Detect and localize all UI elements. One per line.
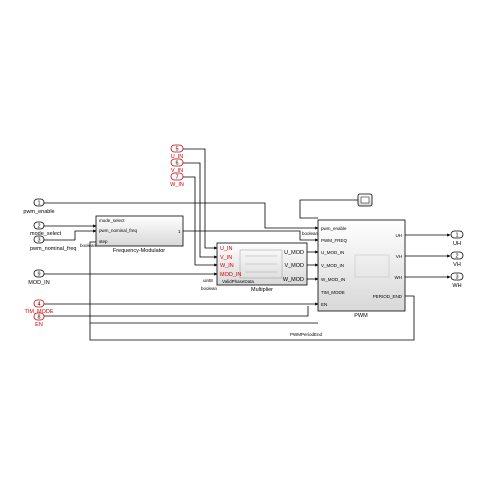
- pwm-in-tim-mode: TIM_MODE: [321, 290, 345, 295]
- pwm-in-v-mod: V_MOD_IN: [321, 263, 344, 268]
- wire-pwm-enable: [44, 202, 319, 230]
- multiplier-in-mod: MOD_IN: [220, 272, 241, 278]
- tag-label: U_IN: [171, 154, 184, 160]
- outport-num: 3: [455, 275, 458, 281]
- inport-pwm-nominal-freq[interactable]: 3 pwm_nominal_freq: [30, 235, 76, 252]
- wire-nominal-freq: [44, 229, 97, 241]
- wire-en: [44, 306, 309, 317]
- pwm-out-period-end: PERIOD_END: [373, 294, 403, 299]
- wire-step-feedback: [89, 241, 318, 324]
- multiplier-inner-graphic: [239, 249, 283, 279]
- scope-block[interactable]: [357, 193, 373, 207]
- freq-mod-title: Frequency-Modulator: [113, 248, 165, 254]
- pwm-type-label: boolean: [302, 231, 319, 236]
- scope-icon: [360, 196, 370, 204]
- wires: [44, 148, 451, 341]
- signal-label-pwm-period-end: PWMPeriodEnd: [290, 332, 323, 337]
- block-pwm[interactable]: pwm_enable PWM_FREQ U_MOD_IN V_MOD_IN W_…: [302, 219, 406, 319]
- inport-num: 2: [37, 224, 40, 230]
- wire-u-in: [183, 148, 218, 250]
- tag-v-in[interactable]: 6 V_IN: [170, 158, 184, 174]
- multiplier-out-v: V_MOD: [284, 263, 304, 269]
- pwm-in-w-mod: W_MOD_IN: [321, 277, 345, 282]
- inport-pwm-enable[interactable]: 1 pwm_enable: [23, 198, 55, 215]
- block-frequency-modulator[interactable]: mode_select pwm_nominal_freq step 1 Freq…: [80, 215, 184, 254]
- pwm-out-wh: WH: [395, 275, 403, 280]
- tag-num: 5: [175, 147, 178, 153]
- multiplier-out-w: W_MOD: [283, 277, 304, 283]
- outport-label: VH: [453, 262, 461, 268]
- wire-scope: [299, 199, 358, 219]
- tag-tim-mode[interactable]: 4 TIM_MODE: [24, 299, 54, 315]
- tag-u-in[interactable]: 5 U_IN: [170, 144, 184, 160]
- inport-mod-in[interactable]: 9 MOD_IN: [28, 269, 50, 286]
- tag-en[interactable]: 8 EN: [33, 312, 45, 328]
- multiplier-out-u: U_MOD: [284, 250, 304, 256]
- tag-num: 6: [175, 161, 178, 167]
- inport-label: MOD_IN: [28, 280, 49, 286]
- multiplier-type-bool: boolean: [201, 286, 218, 291]
- inport-label: pwm_nominal_freq: [30, 246, 76, 252]
- tag-num: 8: [37, 315, 40, 321]
- tag-w-in[interactable]: 7 W_IN: [170, 172, 184, 188]
- outport-label: WH: [452, 283, 461, 289]
- pwm-out-vh: VH: [396, 254, 402, 259]
- multiplier-inner-label: ValidPhaseData: [222, 279, 254, 284]
- outport-num: 1: [455, 233, 458, 239]
- multiplier-type-uint: uint8: [203, 278, 213, 283]
- outport-vh[interactable]: 2 VH: [450, 251, 464, 268]
- inport-label: mode_select: [30, 231, 62, 237]
- tag-num: 7: [175, 175, 178, 181]
- outport-uh[interactable]: 1 UH: [450, 230, 464, 247]
- pwm-in-freq: PWM_FREQ: [321, 238, 348, 243]
- freq-mod-type-label: boolean: [80, 243, 97, 248]
- pwm-in-enable: pwm_enable: [321, 226, 347, 231]
- tag-num: 4: [37, 302, 40, 308]
- pwm-out-uh: UH: [396, 233, 403, 238]
- multiplier-title: Multiplier: [251, 287, 273, 293]
- block-multiplier[interactable]: U_IN V_IN W_IN MOD_IN U_MOD V_MOD W_MOD …: [201, 242, 308, 293]
- freq-mod-out-port: 1: [178, 229, 181, 234]
- inport-num: 3: [37, 238, 40, 244]
- freq-mod-in-step: step: [99, 239, 108, 244]
- tag-label: EN: [35, 322, 43, 328]
- pwm-in-en: EN: [321, 302, 327, 307]
- freq-mod-in-nominal-freq: pwm_nominal_freq: [99, 228, 138, 233]
- pwm-in-u-mod: U_MOD_IN: [321, 250, 344, 255]
- tag-label: TIM_MODE: [24, 309, 53, 315]
- outport-label: UH: [453, 241, 461, 247]
- multiplier-in-u: U_IN: [220, 246, 233, 252]
- wire-w-in: [183, 176, 218, 267]
- pwm-title: PWM: [354, 313, 368, 319]
- wire-pwm-freq: [183, 230, 319, 242]
- multiplier-in-w: W_IN: [220, 263, 234, 269]
- wire-period-end: [89, 295, 415, 341]
- inport-mode-select[interactable]: 2 mode_select: [30, 221, 62, 237]
- inport-num: 1: [37, 201, 40, 207]
- tag-label: W_IN: [170, 182, 184, 188]
- freq-mod-in-mode-select: mode_select: [99, 218, 125, 223]
- pwm-inner-graphic: [354, 254, 390, 278]
- outport-num: 2: [455, 254, 458, 260]
- inport-label: pwm_enable: [23, 209, 54, 215]
- tag-label: V_IN: [171, 168, 183, 174]
- inport-num: 9: [37, 272, 40, 278]
- multiplier-in-v: V_IN: [220, 255, 232, 261]
- wire-v-in: [183, 162, 218, 259]
- outport-wh[interactable]: 3 WH: [450, 272, 464, 289]
